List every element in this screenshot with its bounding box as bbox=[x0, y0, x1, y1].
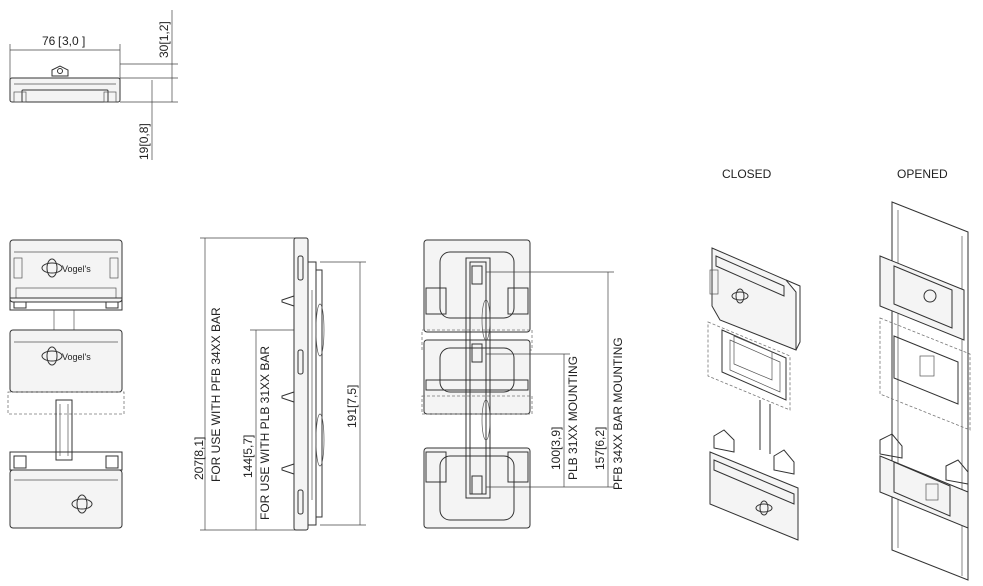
logo-mark-2: Vogel's bbox=[41, 346, 91, 366]
overall-height-inch: 8,1 bbox=[192, 440, 206, 457]
side-height-value: 191 bbox=[345, 408, 359, 428]
logo-mark-3 bbox=[71, 494, 93, 514]
top-height-bracket-close: ] bbox=[157, 21, 171, 24]
plb-note: PLB 31XX MOUNTING bbox=[566, 356, 580, 480]
opened-label: OPENED bbox=[897, 167, 948, 181]
plb-mount-bracket-open: [ bbox=[549, 446, 563, 450]
top-height-label: 30[1,2] bbox=[157, 21, 171, 58]
plb-mount-value: 100 bbox=[549, 450, 563, 470]
mid-height-bracket-close: ] bbox=[241, 435, 255, 438]
plb-mount-inch: 3,9 bbox=[549, 430, 563, 447]
top-height-bracket-open: [ bbox=[157, 41, 171, 45]
opened-view: OPENED bbox=[879, 167, 971, 581]
logo-mark-5 bbox=[755, 500, 773, 516]
pfb-mount-bracket-close: ] bbox=[593, 427, 607, 430]
rear-view: 100[3,9] PLB 31XX MOUNTING 157[6,2] PFB … bbox=[421, 239, 625, 529]
mid-height-bracket-open: [ bbox=[241, 454, 255, 458]
top-view: 76 [ 3,0 ] 30[1,2] 19[0,8] bbox=[9, 10, 178, 160]
pfb-mount-inch: 6,2 bbox=[593, 430, 607, 447]
mid-height-value: 144 bbox=[241, 458, 255, 478]
top-depth-bracket-open: [ bbox=[137, 143, 151, 147]
side-view: 207[8,1] FOR USE WITH PFB 34XX BAR 144[5… bbox=[192, 237, 366, 531]
pfb-note: PFB 34XX BAR MOUNTING bbox=[611, 337, 625, 490]
overall-height-bracket-open: [ bbox=[192, 456, 206, 460]
side-height-bracket-close: ] bbox=[345, 385, 359, 388]
top-depth-bracket-close: ] bbox=[137, 123, 151, 126]
logo-text-1: Vogel's bbox=[62, 264, 91, 274]
overall-height-bracket-close: ] bbox=[192, 437, 206, 440]
overall-height-value: 207 bbox=[192, 460, 206, 480]
mid-dim-label: 144[5,7] bbox=[241, 435, 255, 478]
top-depth-value: 19 bbox=[137, 146, 151, 160]
top-width-bracket-close: ] bbox=[82, 34, 85, 48]
top-height-inch: 1,2 bbox=[157, 24, 171, 41]
closed-view: CLOSED bbox=[707, 167, 801, 541]
plb-dim-label: 100[3,9] bbox=[549, 427, 563, 470]
side-height-inch: 7,5 bbox=[345, 388, 359, 405]
top-depth-inch: 0,8 bbox=[137, 126, 151, 143]
logo-mark-4 bbox=[731, 288, 749, 304]
side-height-bracket-open: [ bbox=[345, 404, 359, 408]
closed-label: CLOSED bbox=[722, 167, 772, 181]
front-view: Vogel's Vogel's bbox=[7, 239, 125, 529]
pfb-dim-label: 157[6,2] bbox=[593, 427, 607, 470]
pfb-mount-bracket-open: [ bbox=[593, 446, 607, 450]
top-width-bracket-open: [ bbox=[58, 34, 62, 48]
side-dim-label: 191[7,5] bbox=[345, 385, 359, 428]
top-depth-label: 19[0,8] bbox=[137, 123, 151, 160]
mid-height-inch: 5,7 bbox=[241, 438, 255, 455]
plb-mount-bracket-close: ] bbox=[549, 427, 563, 430]
logo-text-2: Vogel's bbox=[62, 352, 91, 362]
top-height-value: 30 bbox=[157, 44, 171, 58]
logo-mark-1: Vogel's bbox=[41, 258, 91, 278]
overall-dim-label: 207[8,1] bbox=[192, 437, 206, 480]
overall-note: FOR USE WITH PFB 34XX BAR bbox=[209, 307, 223, 482]
pfb-mount-value: 157 bbox=[593, 450, 607, 470]
top-width-inch: 3,0 bbox=[62, 34, 79, 48]
top-width-value: 76 bbox=[42, 34, 56, 48]
mid-note: FOR USE WITH PLB 31XX BAR bbox=[258, 346, 272, 520]
